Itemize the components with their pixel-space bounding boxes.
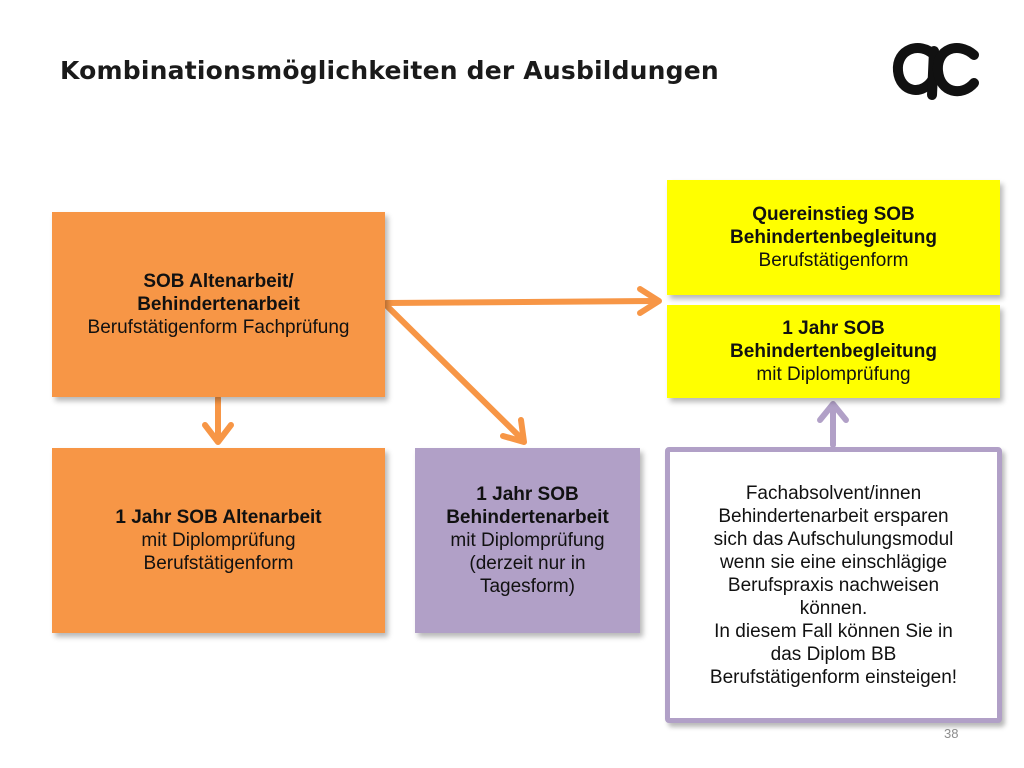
box-sob-altenarbeit-behindertenarbeit: SOB Altenarbeit/ Behindertenarbeit Beruf… (52, 212, 385, 397)
box-line: (derzeit nur in (469, 553, 586, 574)
ac-logo-icon (892, 43, 979, 100)
note-line: können. (799, 597, 868, 619)
box-line: Behindertenbegleitung (730, 341, 937, 362)
box-line: 1 Jahr SOB (782, 318, 885, 339)
box-line: mit Diplomprüfung (141, 530, 296, 551)
note-line: Behindertenarbeit ersparen (718, 505, 949, 527)
box-line: Behindertenbegleitung (730, 227, 937, 248)
box-1-jahr-sob-behindertenarbeit: 1 Jahr SOB Behindertenarbeit mit Diplomp… (415, 448, 640, 633)
box-line: Berufstätigenform (758, 250, 909, 271)
note-line: In diesem Fall können Sie in (714, 620, 953, 642)
box-line: mit Diplomprüfung (756, 364, 911, 385)
box-quereinstieg-sob: Quereinstieg SOB Behindertenbegleitung B… (667, 180, 1000, 295)
box-1-jahr-sob-behindertenbegleitung: 1 Jahr SOB Behindertenbegleitung mit Dip… (667, 305, 1000, 398)
box-line: SOB Altenarbeit/ (143, 271, 294, 292)
note-fachabsolventen: Fachabsolvent/innen Behindertenarbeit er… (665, 447, 1002, 723)
box-line: Quereinstieg SOB (752, 204, 915, 225)
box-line: Behindertenarbeit (446, 507, 609, 528)
slide-title: Kombinationsmöglichkeiten der Ausbildung… (60, 56, 719, 85)
note-line: das Diplom BB (770, 643, 897, 665)
note-line: sich das Aufschulungsmodul (713, 528, 954, 550)
arrow-sob-to-quereinstieg (383, 298, 661, 306)
page-number: 38 (944, 726, 959, 741)
box-line: mit Diplomprüfung (450, 530, 605, 551)
box-line: 1 Jahr SOB Altenarbeit (115, 507, 322, 528)
box-1-jahr-sob-altenarbeit: 1 Jahr SOB Altenarbeit mit Diplomprüfung… (52, 448, 385, 633)
box-line: Berufstätigenform (143, 553, 294, 574)
box-line: Behindertenarbeit (137, 294, 300, 315)
arrow-sob-to-behindertenarbeit (383, 302, 526, 443)
note-line: Fachabsolvent/innen (745, 482, 922, 504)
box-line: Berufstätigenform Fachprüfung (87, 317, 350, 338)
note-line: Berufspraxis nachweisen (727, 574, 940, 596)
box-line: 1 Jahr SOB (476, 484, 579, 505)
box-line: Tagesform) (479, 576, 576, 597)
note-line: wenn sie eine einschlägige (719, 551, 948, 573)
note-line: Berufstätigenform einsteigen! (709, 666, 958, 688)
